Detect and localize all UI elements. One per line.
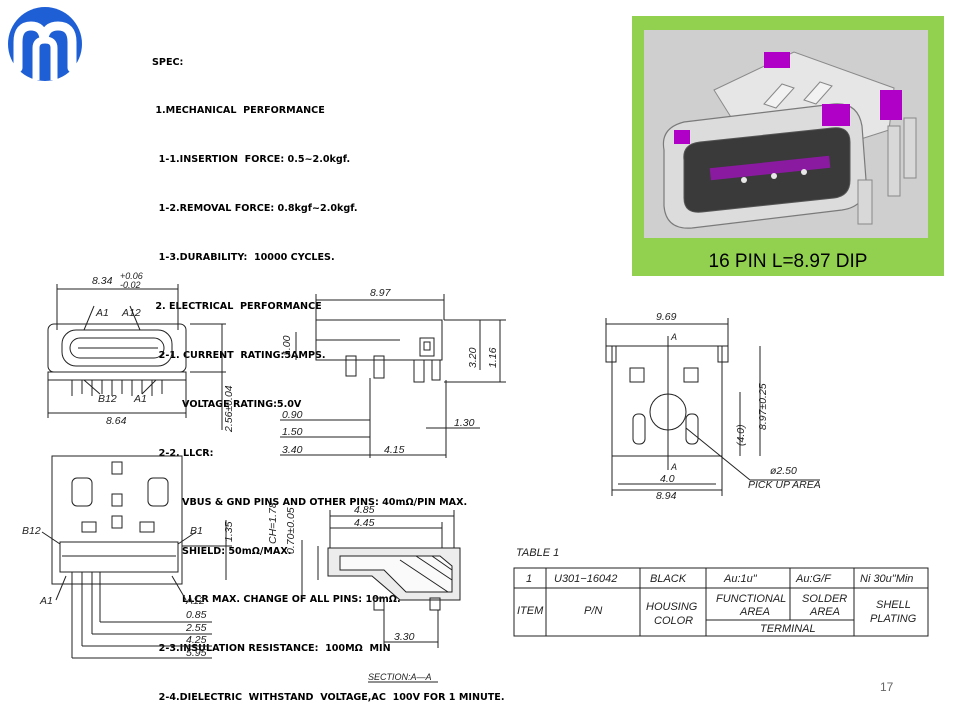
side-d3: 3.40 bbox=[282, 444, 303, 456]
spec-line: 2-3.INSULATION RESISTANCE: 100MΩ MIN bbox=[152, 643, 391, 655]
front-tol-plus: +0.06 bbox=[120, 271, 143, 281]
company-logo bbox=[8, 7, 82, 81]
side-d5: 1.30 bbox=[454, 417, 475, 429]
table-cell: BLACK bbox=[650, 573, 687, 585]
table-header-item: ITEM bbox=[517, 605, 544, 617]
top-width-top: 9.69 bbox=[656, 311, 677, 323]
product-photo-panel: 16 PIN L=8.97 DIP bbox=[632, 16, 944, 276]
fp-d5: 5.95 bbox=[186, 647, 207, 659]
table-header-pn: P/N bbox=[584, 605, 602, 617]
front-width-bottom: 8.64 bbox=[106, 415, 127, 427]
top-length: 8.97±0.25 bbox=[757, 383, 769, 430]
fp-pin-a1: A1 bbox=[39, 595, 53, 607]
top-section-a-bottom: A bbox=[670, 462, 677, 472]
fp-pin-b12: B12 bbox=[22, 525, 41, 537]
table-cell: U301−16042 bbox=[554, 573, 617, 585]
spec-line: 1.MECHANICAL PERFORMANCE bbox=[152, 105, 325, 117]
spec-line: 2-1. CURRENT RATING:5AMPS. bbox=[152, 349, 326, 361]
fp-d4: 4.25 bbox=[186, 634, 207, 646]
fp-d1: 1.35 bbox=[223, 521, 235, 542]
sec-w2: 4.45 bbox=[354, 517, 375, 529]
table-title: TABLE 1 bbox=[516, 547, 559, 559]
spec-line: 1-3.DURABILITY: 10000 CYCLES. bbox=[152, 252, 335, 264]
sec-w1: 4.85 bbox=[354, 504, 375, 516]
table-header-functional: FUNCTIONAL bbox=[716, 593, 786, 605]
side-h3: 1.16 bbox=[487, 347, 499, 368]
front-pin-a12: A12 bbox=[121, 307, 141, 319]
spec-line: LLCR MAX. CHANGE OF ALL PINS: 10mΩ. bbox=[152, 594, 401, 606]
top-inner: (4.0) bbox=[735, 424, 747, 446]
spec-line: SHIELD: 50mΩ/MAX. bbox=[152, 545, 292, 557]
side-d2: 1.50 bbox=[282, 426, 303, 438]
table-header-housing: HOUSING bbox=[646, 601, 698, 613]
section-view bbox=[301, 510, 461, 683]
table-header-solder: AREA bbox=[809, 606, 840, 618]
table-header-housing: COLOR bbox=[654, 615, 693, 627]
table-header-shell: PLATING bbox=[870, 613, 917, 625]
spec-line: VOLTAGE RATING:5.0V bbox=[152, 398, 302, 410]
side-h1: 1.00 bbox=[281, 335, 293, 356]
front-pin-a1: A1 bbox=[95, 307, 109, 319]
spec-line: 2-2. LLCR: bbox=[152, 447, 214, 459]
top-pick-up: PICK UP AREA bbox=[748, 479, 821, 491]
spec-block: SPEC: 1.MECHANICAL PERFORMANCE 1-1.INSER… bbox=[152, 22, 505, 723]
table-header-functional: AREA bbox=[739, 606, 770, 618]
spec-line: 1-2.REMOVAL FORCE: 0.8kgf~2.0kgf. bbox=[152, 203, 358, 215]
side-d1: 0.90 bbox=[282, 409, 303, 421]
fp-pin-b1: B1 bbox=[190, 525, 203, 537]
side-view bbox=[280, 294, 506, 458]
table-cell: Au:G/F bbox=[795, 573, 832, 585]
fp-d3: 2.55 bbox=[185, 622, 207, 634]
spec-line: SPEC: bbox=[152, 56, 184, 68]
front-tol-minus: -0.02 bbox=[120, 280, 141, 290]
product-photo bbox=[644, 30, 928, 238]
top-width-bottom: 8.94 bbox=[656, 490, 677, 502]
table-header-shell: SHELL bbox=[876, 599, 911, 611]
side-h2: 3.20 bbox=[467, 347, 479, 368]
front-view bbox=[47, 284, 226, 430]
sec-bottom: 3.30 bbox=[394, 631, 415, 643]
sec-ch: CH=1.78 bbox=[267, 502, 279, 544]
top-view bbox=[605, 318, 820, 496]
fp-d2: 0.85 bbox=[186, 609, 207, 621]
spec-line: 2. ELECTRICAL PERFORMANCE bbox=[152, 301, 322, 313]
page-number: 17 bbox=[880, 680, 894, 694]
side-d4: 4.15 bbox=[384, 444, 405, 456]
footprint-view bbox=[41, 455, 232, 659]
sec-thk: 0.70±0.05 bbox=[285, 507, 297, 554]
table-cell: 1 bbox=[526, 573, 532, 585]
top-hole: ø2.50 bbox=[770, 465, 797, 477]
top-pitch: 4.0 bbox=[660, 473, 675, 485]
sec-label: SECTION:A—A bbox=[368, 672, 432, 682]
table-cell: Au:1u" bbox=[723, 573, 758, 585]
spec-line: 2-4.DIELECTRIC WITHSTAND VOLTAGE,AC 100V… bbox=[152, 692, 505, 704]
table-header-solder: SOLDER bbox=[802, 593, 847, 605]
spec-line: 1-1.INSERTION FORCE: 0.5~2.0kgf. bbox=[152, 154, 351, 166]
spec-line: VBUS & GND PINS AND OTHER PINS: 40mΩ/PIN… bbox=[152, 496, 468, 508]
front-pin-b12: B12 bbox=[98, 393, 117, 405]
usb-c-connector-render bbox=[644, 30, 928, 238]
photo-caption: 16 PIN L=8.97 DIP bbox=[708, 251, 868, 272]
table-1-grid bbox=[513, 567, 929, 637]
side-length: 8.97 bbox=[370, 287, 392, 299]
front-height: 2.56±0.04 bbox=[223, 385, 235, 433]
front-width-top: 8.34 bbox=[92, 275, 113, 287]
fp-pin-a12: A12 bbox=[185, 595, 205, 607]
front-pin-a1-bottom: A1 bbox=[133, 393, 147, 405]
top-section-a-top: A bbox=[670, 332, 677, 342]
table-cell: Ni 30u"Min bbox=[860, 573, 913, 585]
table-header-terminal: TERMINAL bbox=[760, 623, 816, 635]
